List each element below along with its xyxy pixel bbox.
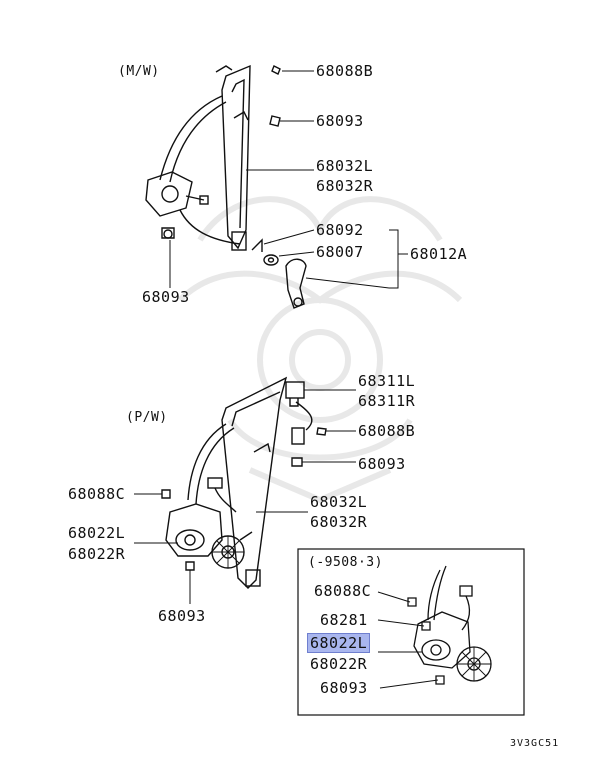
part-label[interactable]: 68032R bbox=[310, 513, 368, 531]
part-label-assembly[interactable]: 68012A bbox=[410, 245, 468, 263]
part-label[interactable]: 68088B bbox=[358, 422, 416, 440]
pw-regulator bbox=[161, 376, 327, 589]
part-label[interactable]: 68007 bbox=[316, 243, 364, 261]
pw-leaders bbox=[134, 389, 356, 604]
part-label[interactable]: 68022R bbox=[310, 655, 368, 673]
inset-motor bbox=[407, 565, 492, 685]
part-label[interactable]: 68093 bbox=[158, 607, 206, 625]
watermark-crest bbox=[177, 196, 463, 504]
part-label[interactable]: 68093 bbox=[358, 455, 406, 473]
mw-leaders bbox=[169, 70, 408, 289]
inset-leaders bbox=[377, 591, 439, 689]
part-label[interactable]: 68032R bbox=[316, 177, 374, 195]
section-power-window: (P/W) bbox=[126, 410, 168, 425]
part-label[interactable]: 68022R bbox=[68, 545, 126, 563]
part-label-highlighted[interactable]: 68022L bbox=[306, 633, 371, 653]
part-label[interactable]: 68311R bbox=[358, 392, 416, 410]
part-label[interactable]: 68022L bbox=[68, 524, 126, 542]
part-label[interactable]: 68092 bbox=[316, 221, 364, 239]
part-label[interactable]: 68088C bbox=[68, 485, 126, 503]
part-label[interactable]: 68093 bbox=[142, 288, 190, 306]
section-inset-range: (-9508·3) bbox=[308, 555, 383, 570]
mw-regulator bbox=[145, 64, 307, 309]
part-label[interactable]: 68088C bbox=[314, 582, 372, 600]
diagram-code: 3V3GC51 bbox=[510, 738, 560, 749]
part-label[interactable]: 68311L bbox=[358, 372, 416, 390]
section-manual-window: (M/W) bbox=[118, 64, 160, 79]
inset-frame bbox=[297, 548, 525, 716]
part-label[interactable]: 68093 bbox=[320, 679, 368, 697]
part-label[interactable]: 68093 bbox=[316, 112, 364, 130]
part-label[interactable]: 68281 bbox=[320, 611, 368, 629]
part-label[interactable]: 68088B bbox=[316, 62, 374, 80]
part-label[interactable]: 68032L bbox=[316, 157, 374, 175]
part-label[interactable]: 68032L bbox=[310, 493, 368, 511]
